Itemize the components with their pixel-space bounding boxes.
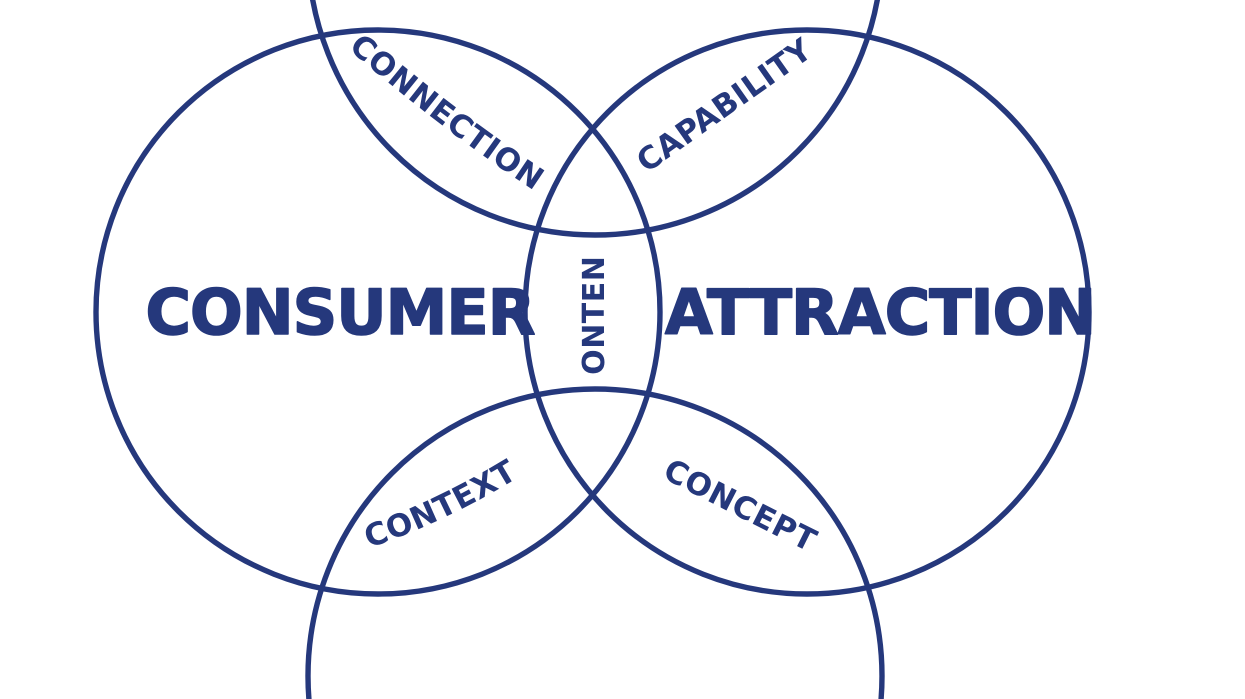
circle-attraction xyxy=(522,27,1092,597)
circle-consumer xyxy=(93,27,663,597)
circle-bottom xyxy=(305,386,885,699)
label-context: CONTEXT xyxy=(360,453,523,556)
label-connection: CONNECTION xyxy=(343,27,550,197)
label-attraction: ATTRACTION xyxy=(665,276,1095,349)
circle-top xyxy=(310,0,880,238)
label-concept: CONCEPT xyxy=(658,452,823,559)
label-consumer: CONSUMER xyxy=(146,276,535,349)
